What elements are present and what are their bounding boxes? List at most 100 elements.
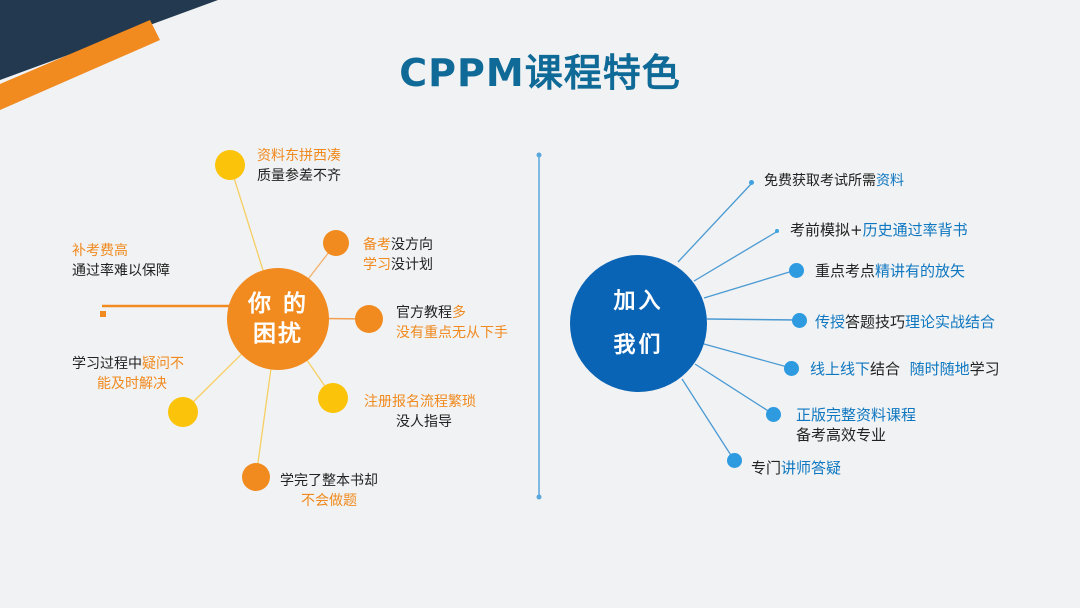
right-item-1-line1: 免费获取考试所需资料 (764, 171, 904, 191)
corner-decoration (0, 0, 218, 110)
text-segment: 考前模拟+ (790, 221, 863, 239)
text-segment: 传授 (815, 313, 846, 331)
text-segment: 能及时解决 (97, 376, 167, 392)
left-item-6-line1: 学习过程中疑问不 (72, 354, 184, 374)
left-node-dot-1 (215, 150, 245, 180)
left-item-6-line2: 能及时解决 (72, 374, 184, 394)
right-item-6-line2: 备考高效专业 (796, 425, 916, 445)
page-title: CPPM课程特色 (399, 51, 681, 95)
left-item-3: 官方教程多 没有重点无从下手 (396, 303, 508, 343)
text-segment: 没计划 (391, 257, 433, 273)
text-segment: 免费获取考试所需 (764, 173, 876, 189)
right-item-6: 正版完整资料课程 备考高效专业 (796, 405, 916, 445)
left-node-dot-7 (100, 311, 106, 317)
right-item-3-line1: 重点考点精讲有的放矢 (815, 261, 965, 281)
text-segment: 结合 (870, 360, 910, 378)
text-segment: 学习 (969, 360, 1000, 378)
right-item-7: 专门讲师答疑 (751, 458, 841, 478)
left-item-4-line1: 注册报名流程繁琐 (364, 392, 476, 412)
left-node-dot-3 (355, 305, 383, 333)
right-item-7-line1: 专门讲师答疑 (751, 458, 841, 478)
left-item-1-line2: 质量参差不齐 (257, 166, 341, 186)
text-segment: 学习过程中 (72, 356, 142, 372)
right-node-dot-5 (784, 361, 799, 376)
text-segment: 补考费高 (72, 243, 128, 259)
text-segment: 没人指导 (396, 414, 452, 430)
text-segment: 官方教程 (396, 305, 452, 321)
text-segment: 多 (452, 305, 466, 321)
connector-right-7 (681, 378, 735, 461)
right-item-5: 线上线下结合 随时随地学习 (810, 359, 1000, 379)
left-node-dot-6 (168, 397, 198, 427)
right-node-dot-6 (766, 407, 781, 422)
right-item-1: 免费获取考试所需资料 (764, 171, 904, 191)
text-segment: 讲师答疑 (781, 459, 842, 477)
text-segment: 注册报名流程繁琐 (364, 394, 476, 410)
right-item-4-line1: 传授答题技巧理论实战结合 (815, 312, 995, 332)
left-item-5-line1: 学完了整本书却 (280, 471, 378, 491)
right-item-2: 考前模拟+历史通过率背书 (790, 220, 968, 240)
connector-right-3 (703, 269, 797, 299)
left-item-7-line2: 通过率难以保障 (72, 261, 170, 281)
text-segment: 正版完整资料课程 (796, 406, 917, 424)
left-item-4: 注册报名流程繁琐 没人指导 (364, 392, 476, 432)
left-item-5-line2: 不会做题 (280, 491, 378, 511)
text-segment: 不会做题 (301, 493, 357, 509)
text-segment: 学完了整本书却 (280, 473, 378, 489)
text-segment: 没方向 (391, 237, 433, 253)
right-item-5-line1: 线上线下结合 随时随地学习 (810, 359, 1000, 379)
text-segment: 重点考点 (815, 262, 876, 280)
text-segment: 专门 (751, 459, 782, 477)
left-node-dot-5 (242, 463, 270, 491)
left-item-2: 备考没方向 学习没计划 (363, 235, 433, 275)
text-segment: 答题技巧 (845, 313, 906, 331)
text-segment: 通过率难以保障 (72, 263, 170, 279)
text-segment: 备考高效专业 (796, 426, 887, 444)
right-hub-circle: 加入 我们 (570, 255, 707, 392)
right-node-dot-7 (727, 453, 742, 468)
text-segment: 学习 (363, 257, 391, 273)
left-item-5: 学完了整本书却 不会做题 (280, 471, 378, 511)
text-segment: 质量参差不齐 (257, 168, 341, 184)
right-node-dot-4 (792, 313, 807, 328)
right-item-6-line1: 正版完整资料课程 (796, 405, 916, 425)
connector-right-6 (694, 363, 774, 415)
left-hub-circle: 你 的 困扰 (227, 268, 329, 370)
left-item-2-line1: 备考没方向 (363, 235, 433, 255)
left-hub-line2: 困扰 (253, 321, 303, 347)
left-item-2-line2: 学习没计划 (363, 255, 433, 275)
left-item-1-line1: 资料东拼西凑 (257, 146, 341, 166)
text-segment: 备考 (363, 237, 391, 253)
right-item-2-line1: 考前模拟+历史通过率背书 (790, 220, 968, 240)
text-segment: 随时随地 (909, 360, 970, 378)
left-item-7-line1: 补考费高 (72, 241, 170, 261)
corner-orange-stripe (0, 20, 160, 110)
right-node-dot-3 (789, 263, 804, 278)
left-item-7: 补考费高 通过率难以保障 (72, 241, 170, 281)
left-node-dot-4 (318, 383, 348, 413)
divider-bottom-dot (536, 494, 542, 500)
connector-right-5 (703, 343, 792, 369)
right-hub-line2: 我们 (613, 332, 664, 358)
right-node-dot-2 (775, 229, 779, 233)
right-item-3: 重点考点精讲有的放矢 (815, 261, 965, 281)
right-item-4: 传授答题技巧理论实战结合 (815, 312, 995, 332)
connector-right-1 (677, 182, 753, 263)
text-segment: 线上线下 (810, 360, 871, 378)
right-node-dot-1 (749, 180, 754, 185)
left-item-6: 学习过程中疑问不 能及时解决 (72, 354, 184, 394)
text-segment: 精讲有的放矢 (875, 262, 966, 280)
left-item-3-line2: 没有重点无从下手 (396, 323, 508, 343)
text-segment: 理论实战结合 (905, 313, 996, 331)
left-item-3-line1: 官方教程多 (396, 303, 508, 323)
text-segment: 没有重点无从下手 (396, 325, 508, 341)
left-item-4-line2: 没人指导 (364, 412, 476, 432)
left-node-dot-2 (323, 230, 349, 256)
text-segment: 历史通过率背书 (862, 221, 968, 239)
connector-right-2 (693, 230, 779, 282)
text-segment: 疑问不 (142, 356, 184, 372)
text-segment: 资料 (876, 173, 904, 189)
left-hub-line1: 你 的 (247, 291, 308, 317)
connector-right-4 (706, 318, 800, 321)
